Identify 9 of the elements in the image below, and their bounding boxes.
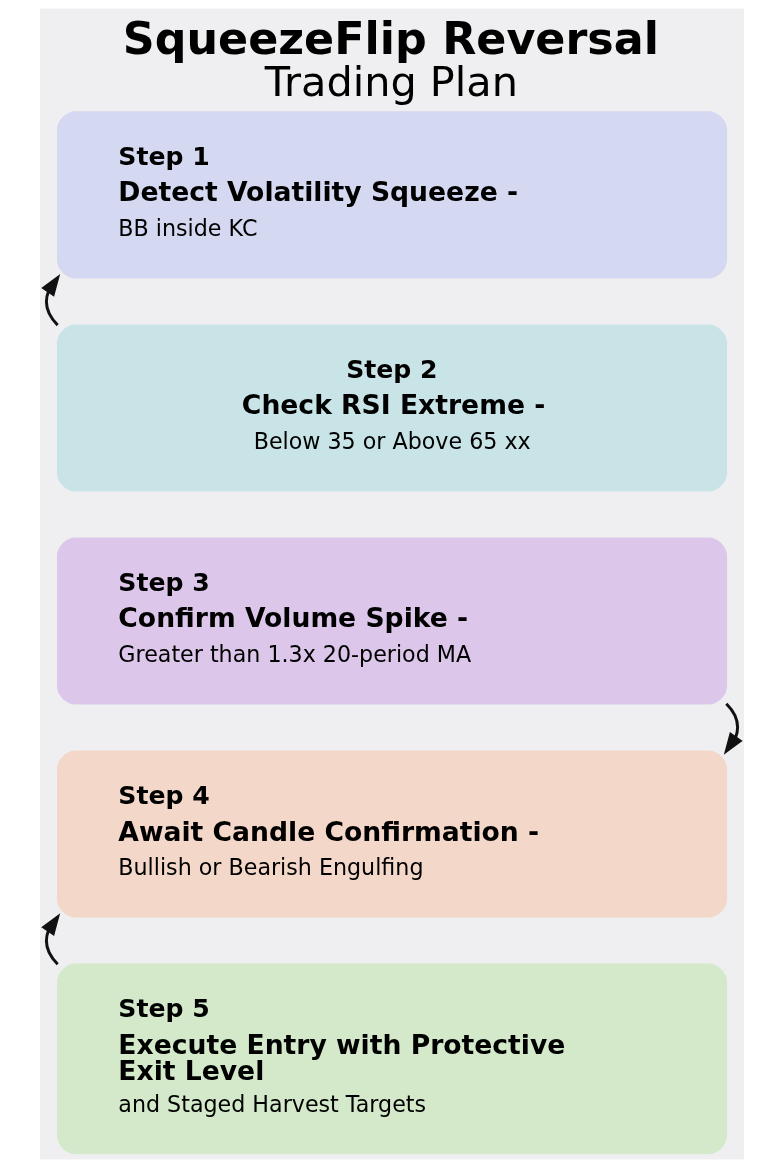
arrow [41, 913, 61, 966]
node-box: Step 1 Detect Volatility Squeeze - BB inside KC [56, 111, 728, 279]
arrow [723, 702, 743, 755]
node-box: Step 5 Execute Entry with Protective Exit Level and Staged Harvest Targets [56, 963, 728, 1155]
node-box: Step 4 Await Candle Confirmation - Bullish or Bearish Engulfing [56, 750, 728, 918]
node-box: Step 3 Confirm Volume Spike - Greater than 1.3x 20-period MA [56, 537, 728, 705]
node-box: Step 2 Check RSI Extreme - Below 35 or Above 65 xx [56, 324, 728, 492]
arrow [41, 274, 61, 327]
diagram-title: SqueezeFlip Reversal Trading Plan [122, 13, 659, 107]
